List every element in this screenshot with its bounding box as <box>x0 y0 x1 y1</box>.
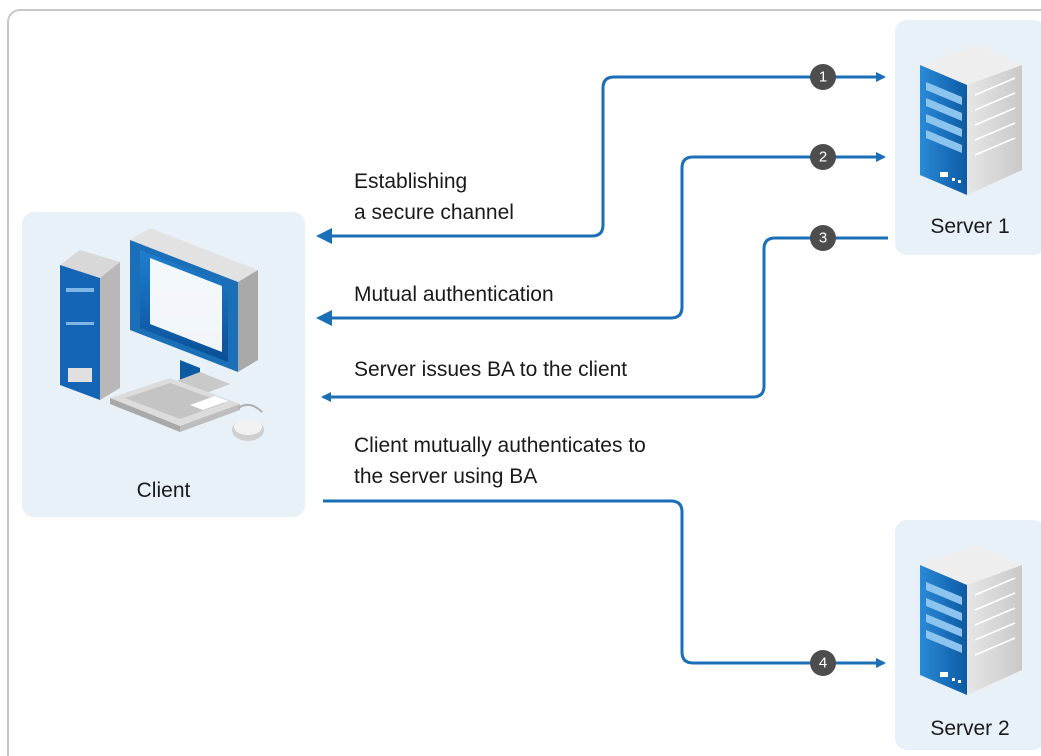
step3-label: Server issues BA to the client <box>354 358 628 381</box>
step1-label: Establishing a secure channel <box>354 170 514 224</box>
diagram-frame <box>7 9 1041 756</box>
server2-label: Server 2 <box>930 717 1010 740</box>
server1-label: Server 1 <box>930 215 1010 238</box>
step3-arrow <box>321 236 888 402</box>
step2-number: 2 <box>819 149 827 166</box>
step4-arrow <box>323 499 886 668</box>
client-label: Client <box>136 479 191 502</box>
step1-arrow <box>320 72 886 238</box>
step1-arrowhead-client <box>316 228 332 244</box>
server1-icon <box>920 45 1022 195</box>
step3-number: 3 <box>819 230 827 247</box>
step2-badge: 2 <box>810 144 836 170</box>
client-computer-icon <box>60 228 264 441</box>
step4-badge: 4 <box>810 650 836 676</box>
step4-number: 4 <box>819 655 827 672</box>
step1-badge: 1 <box>810 64 836 90</box>
step4-label: Client mutually authenticates to the ser… <box>354 434 646 488</box>
step2-arrow <box>320 152 886 320</box>
step2-arrowhead-client <box>316 310 332 326</box>
step3-badge: 3 <box>810 225 836 251</box>
server2-icon <box>920 545 1022 695</box>
step2-label: Mutual authentication <box>354 283 554 306</box>
step1-number: 1 <box>819 69 827 86</box>
